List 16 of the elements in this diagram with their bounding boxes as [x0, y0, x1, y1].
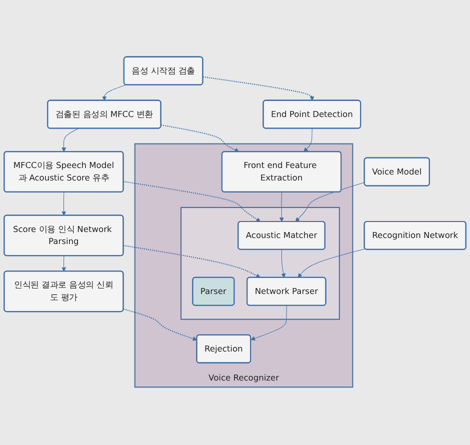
cluster — [180, 206, 340, 320]
arrow — [279, 192, 284, 222]
arrow — [123, 308, 198, 341]
arrow — [123, 181, 261, 222]
arrow — [160, 124, 240, 152]
arrow — [123, 244, 261, 278]
arrow — [62, 256, 66, 272]
arrow — [62, 128, 79, 152]
arrow — [298, 248, 366, 278]
arrow — [62, 192, 66, 216]
arrow — [295, 182, 365, 222]
arrow — [250, 305, 287, 341]
arrow — [304, 128, 312, 152]
arrow — [102, 84, 126, 101]
arrow — [281, 249, 286, 278]
arrow — [202, 76, 314, 101]
